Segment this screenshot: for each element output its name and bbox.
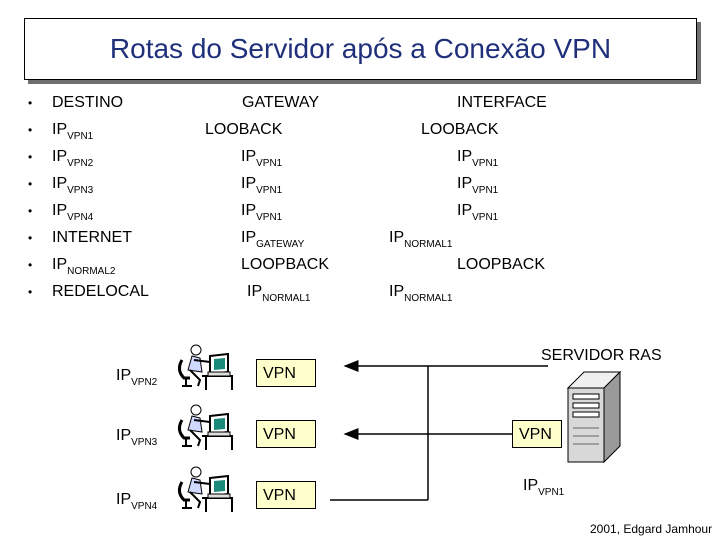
route-gateway: LOOPBACK — [241, 256, 330, 273]
bullet: • — [28, 123, 33, 137]
header-destination: DESTINO — [52, 94, 124, 111]
route-dest: IPVPN1 — [52, 121, 94, 142]
route-gateway: IPVPN1 — [241, 175, 283, 196]
user-at-computer-icon — [177, 465, 234, 514]
header-interface: INTERFACE — [457, 94, 547, 111]
route-interface: IPVPN1 — [457, 175, 499, 196]
route-interface: IPNORMAL1 — [389, 283, 453, 304]
bullet: • — [28, 258, 33, 272]
route-gateway: IPGATEWAY — [241, 229, 305, 250]
vpn-tunnel-box: VPN — [256, 359, 316, 387]
route-dest: REDELOCAL — [52, 283, 149, 300]
user-at-computer-icon — [177, 403, 234, 452]
bullet: • — [28, 150, 33, 164]
vpn-tunnel-box: VPN — [256, 481, 316, 509]
route-gateway: IPNORMAL1 — [247, 283, 311, 304]
route-gateway: LOOBACK — [205, 121, 283, 138]
bullet: • — [28, 231, 33, 245]
route-interface: IPVPN1 — [457, 148, 499, 169]
server-ip-label: IPVPN1 — [523, 477, 565, 498]
bullet: • — [28, 204, 33, 218]
route-dest: IPNORMAL2 — [52, 256, 116, 277]
header-gateway: GATEWAY — [242, 94, 320, 111]
bullet: • — [28, 96, 33, 110]
client-ip-label: IPVPN3 — [116, 427, 158, 448]
page-title: Rotas do Servidor após a Conexão VPN — [109, 33, 612, 64]
client-ip-label: IPVPN2 — [116, 367, 158, 388]
footer-credit: 2001, Edgard Jamhour — [590, 522, 713, 536]
route-interface: LOOPBACK — [457, 256, 546, 273]
route-dest: IPVPN4 — [52, 202, 94, 223]
route-gateway: IPVPN1 — [241, 202, 283, 223]
user-at-computer-icon — [177, 343, 234, 392]
title-box: Rotas do Servidor após a Conexão VPN — [24, 18, 697, 80]
route-interface: IPVPN1 — [457, 202, 499, 223]
bullet: • — [28, 177, 33, 191]
server-vpn-box: VPN — [512, 420, 562, 448]
route-interface: IPNORMAL1 — [389, 229, 453, 250]
bullet: • — [28, 285, 33, 299]
route-interface: LOOBACK — [421, 121, 499, 138]
vpn-tunnel-box: VPN — [256, 420, 316, 448]
server-tower-icon — [566, 370, 622, 464]
route-dest: IPVPN2 — [52, 148, 94, 169]
route-gateway: IPVPN1 — [241, 148, 283, 169]
server-label: SERVIDOR RAS — [541, 347, 662, 364]
route-dest: INTERNET — [52, 229, 132, 246]
client-ip-label: IPVPN4 — [116, 491, 158, 512]
route-dest: IPVPN3 — [52, 175, 94, 196]
